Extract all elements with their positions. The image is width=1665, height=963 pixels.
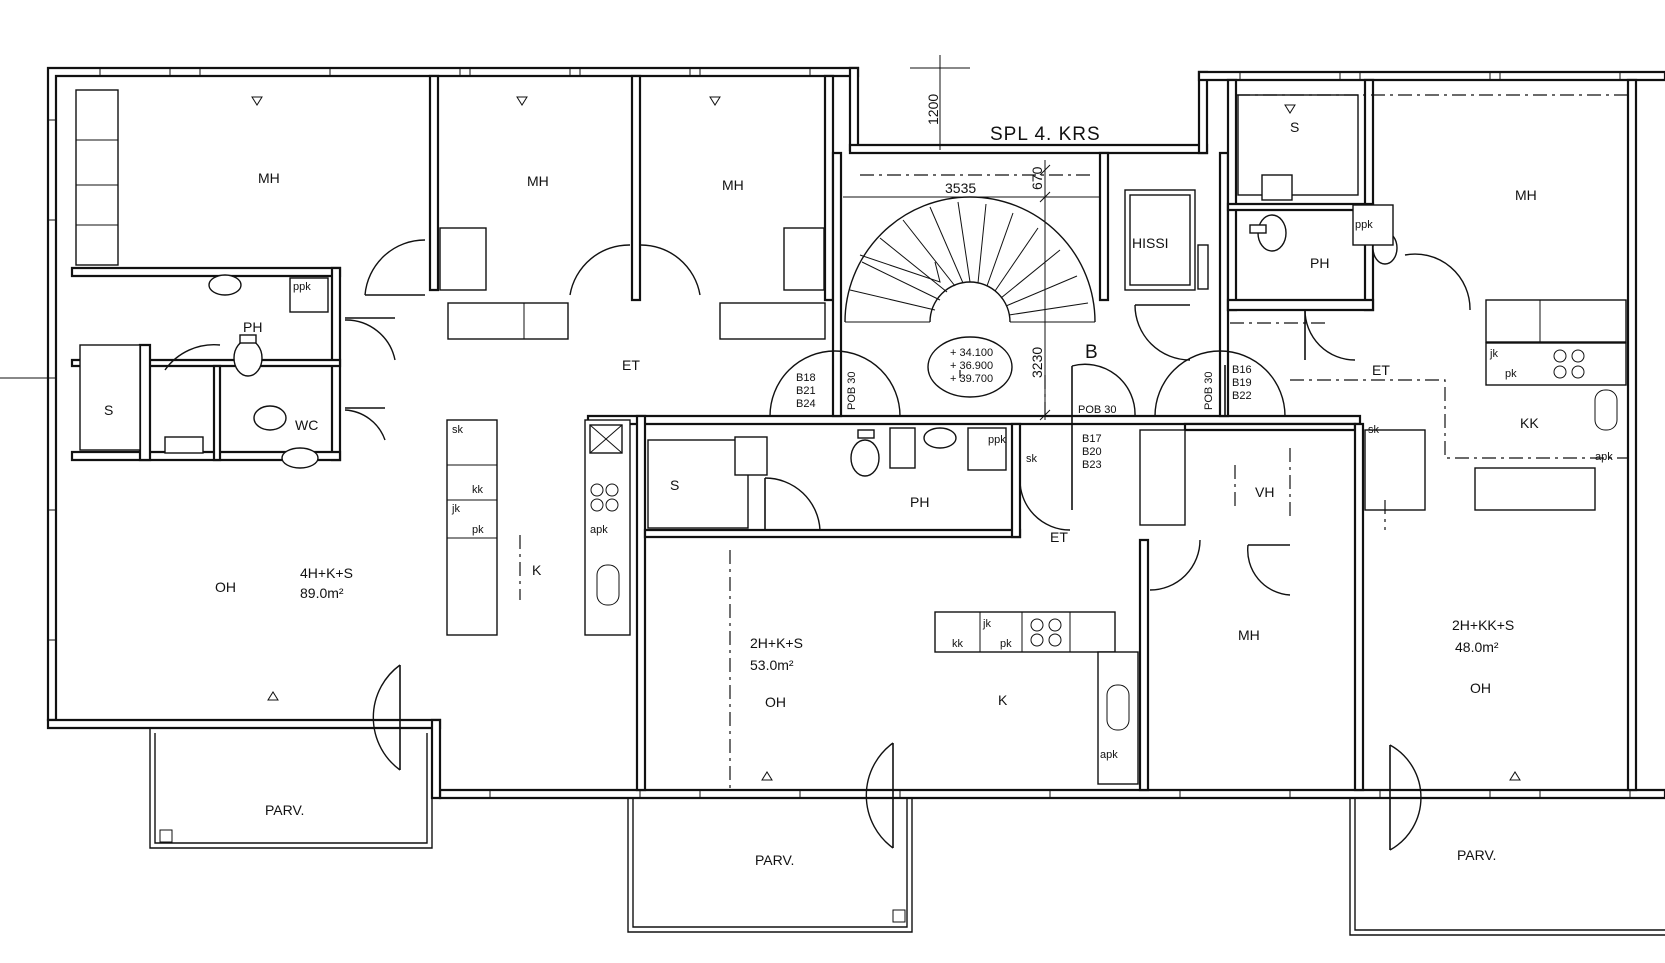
room-k-2: K — [998, 692, 1008, 708]
apt-b18: B18 — [796, 372, 816, 384]
fixture-apk-1: apk — [590, 524, 608, 536]
fixture-pk-3: pk — [1505, 368, 1517, 380]
room-ph-1: PH — [243, 319, 262, 335]
apt-b-type: 2H+K+S — [750, 635, 803, 651]
fixture-sk-2: sk — [1026, 453, 1038, 465]
fixture-jk-3: jk — [1489, 348, 1498, 360]
apt-b-area: 53.0m² — [750, 657, 794, 673]
fixture-ppk-2: ppk — [988, 434, 1006, 446]
room-ph-3: PH — [1310, 255, 1329, 271]
fire-door-center: POB 30 — [1078, 404, 1117, 416]
apt-b16: B16 — [1232, 364, 1252, 376]
room-mh-4: MH — [1238, 627, 1260, 643]
window-markers — [251, 96, 1521, 781]
room-oh-2: OH — [765, 694, 786, 710]
apt-b21: B21 — [796, 385, 816, 397]
apt-b20: B20 — [1082, 446, 1102, 458]
room-ph-2: PH — [910, 494, 929, 510]
apt-b22: B22 — [1232, 390, 1252, 402]
dim-stair-offset: 670 — [1029, 166, 1045, 190]
fixture-kk-2: kk — [952, 638, 964, 650]
fire-door-right: POB 30 — [1203, 371, 1215, 410]
room-s-1: S — [104, 402, 113, 418]
dimension-lines — [0, 55, 1100, 421]
apt-c-area: 48.0m² — [1455, 639, 1499, 655]
room-mh-3: MH — [722, 177, 744, 193]
dash-lines — [519, 94, 1628, 790]
apt-a-area: 89.0m² — [300, 585, 344, 601]
apt-b19: B19 — [1232, 377, 1252, 389]
windows — [47, 67, 1631, 799]
fixture-apk-3: apk — [1595, 451, 1613, 463]
apt-a-type: 4H+K+S — [300, 565, 353, 581]
level-3: + 39.700 — [950, 373, 993, 385]
spiral-staircase — [844, 196, 1096, 323]
kitchen-counters — [446, 342, 1627, 785]
apt-b23: B23 — [1082, 459, 1102, 471]
room-vh: VH — [1255, 484, 1274, 500]
room-oh-1: OH — [215, 579, 236, 595]
room-kk: KK — [1520, 415, 1539, 431]
dim-stair-depth: 3230 — [1029, 347, 1045, 378]
room-et-3: ET — [1372, 362, 1390, 378]
fire-door-left: POB 30 — [846, 371, 858, 410]
room-parv-3: PARV. — [1457, 847, 1496, 863]
room-mh-1: MH — [258, 170, 280, 186]
room-parv-2: PARV. — [755, 852, 794, 868]
apt-c-type: 2H+KK+S — [1452, 617, 1514, 633]
doors — [164, 239, 1471, 851]
room-wc: WC — [295, 417, 318, 433]
lift-label: HISSI — [1132, 235, 1169, 251]
stair-label: B — [1085, 342, 1099, 363]
apt-b24: B24 — [796, 398, 816, 410]
dim-stair-width: 3535 — [945, 180, 976, 196]
level-2: + 36.900 — [950, 360, 993, 372]
interior-walls — [70, 74, 1375, 792]
room-s-2: S — [670, 477, 679, 493]
fixture-jk-1: jk — [451, 503, 460, 515]
lift — [1124, 189, 1209, 291]
balconies — [149, 728, 1665, 936]
room-k-1: K — [532, 562, 542, 578]
room-mh-2: MH — [527, 173, 549, 189]
room-mh-5: MH — [1515, 187, 1537, 203]
fixture-ppk-3: ppk — [1355, 219, 1373, 231]
fixture-sk-3: sk — [1368, 424, 1380, 436]
labels: SPL 4. KRS 1200 3535 670 3230 B HISSI + … — [104, 94, 1613, 868]
room-parv-1: PARV. — [265, 802, 304, 818]
fixture-apk-2: apk — [1100, 749, 1118, 761]
room-et-2: ET — [1050, 529, 1068, 545]
fixture-pk-2: pk — [1000, 638, 1012, 650]
bath-fixtures — [164, 174, 1398, 477]
level-1: + 34.100 — [950, 347, 993, 359]
fixture-ppk-1: ppk — [293, 281, 311, 293]
room-et-1: ET — [622, 357, 640, 373]
fixture-pk-1: pk — [472, 524, 484, 536]
apt-b17: B17 — [1082, 433, 1102, 445]
dim-top-gap: 1200 — [925, 94, 941, 125]
closets — [75, 89, 1627, 529]
level-marker — [927, 336, 1013, 398]
fixture-sk-1: sk — [452, 424, 464, 436]
fixture-jk-2: jk — [982, 618, 991, 630]
room-oh-3: OH — [1470, 680, 1491, 696]
fixture-kk-1: kk — [472, 484, 484, 496]
room-s-3: S — [1290, 119, 1299, 135]
floor-title: SPL 4. KRS — [990, 124, 1101, 145]
